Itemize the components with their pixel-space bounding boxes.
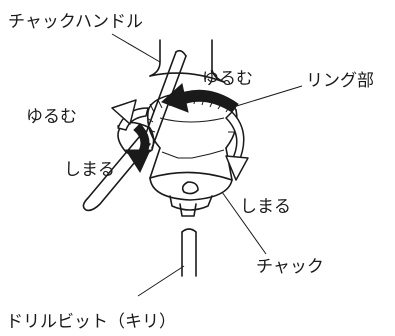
chuck-body bbox=[149, 147, 233, 201]
tighten-arrow-left bbox=[125, 123, 151, 174]
label-tighten-left: しまる bbox=[64, 160, 115, 180]
label-chuck-handle: チャックハンドル bbox=[8, 12, 143, 32]
label-loosen-top: ゆるむ bbox=[202, 69, 253, 89]
drill-bit bbox=[181, 228, 197, 277]
label-ring: リング部 bbox=[306, 71, 374, 91]
tighten-arrow-right bbox=[225, 111, 249, 181]
drill-body bbox=[149, 39, 225, 83]
label-loosen-left: ゆるむ bbox=[26, 107, 77, 127]
loosen-arrow-left bbox=[111, 99, 149, 131]
chuck-jaws bbox=[169, 181, 213, 217]
label-chuck: チャック bbox=[256, 257, 324, 277]
leader-ring bbox=[229, 85, 303, 109]
loosen-arrow-top bbox=[161, 83, 239, 113]
leader-chuck-handle bbox=[111, 33, 161, 63]
leader-chuck bbox=[221, 191, 267, 255]
label-drill-bit: ドリルビット（キリ） bbox=[6, 312, 176, 332]
leader-drill-bit bbox=[137, 265, 185, 297]
label-tighten-right: しまる bbox=[240, 197, 291, 217]
